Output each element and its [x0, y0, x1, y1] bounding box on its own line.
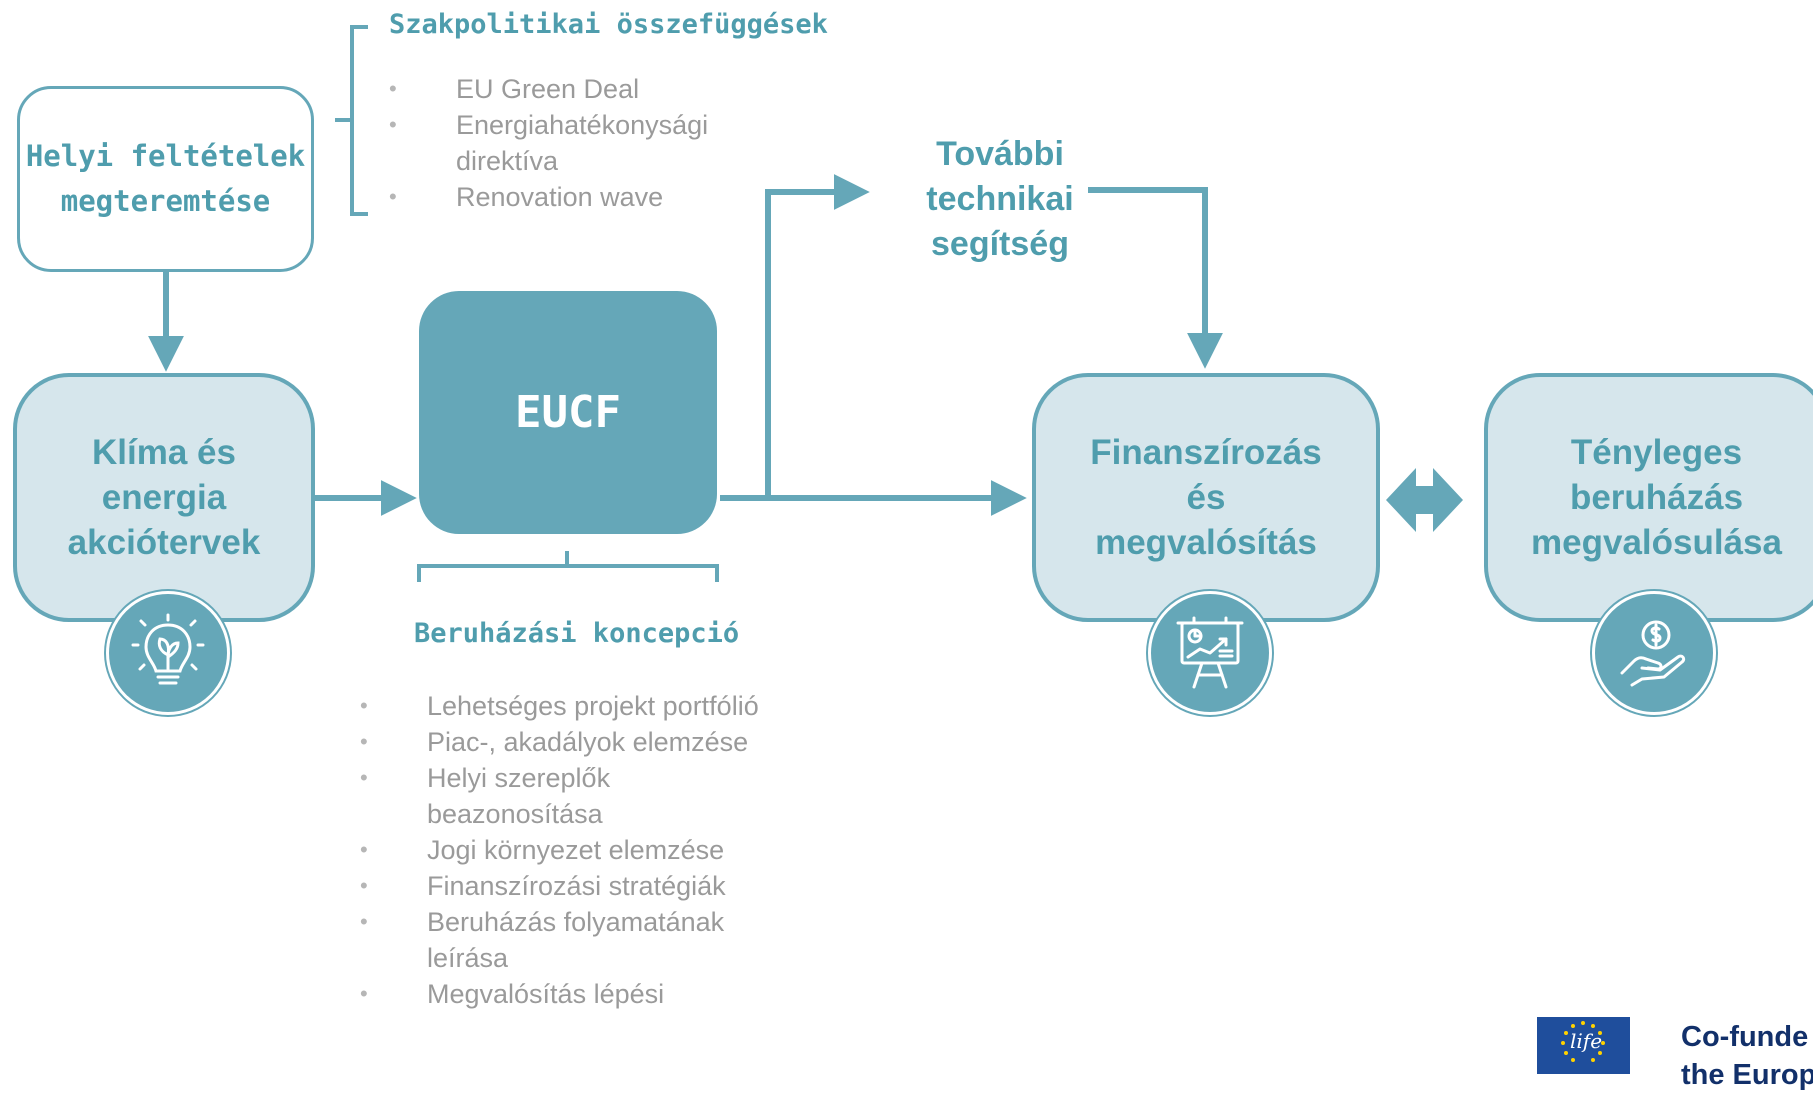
klima-box: Klíma és energia akciótervek	[13, 373, 315, 622]
finanszirozas-line1: Finanszírozás	[1090, 433, 1322, 472]
szakpolitikai-item: Renovation wave	[389, 179, 769, 215]
helyi-line2: megteremtése	[60, 184, 271, 218]
arrow-tovabbi-to-finanszirozas	[1088, 187, 1223, 369]
tenyleges-box: Tényleges beruházás megvalósulása	[1484, 373, 1813, 622]
cofunded-text: Co-funde the Europ	[1681, 1018, 1813, 1094]
eucf-box: EUCF	[419, 291, 717, 534]
tovabbi-line2: technikai	[926, 180, 1074, 218]
klima-line2: energia	[101, 478, 227, 517]
beruhazasi-item: Finanszírozási stratégiák	[360, 868, 760, 904]
finanszirozas-box: Finanszírozás és megvalósítás	[1032, 373, 1380, 622]
beruhazasi-item: Lehetséges projekt portfólió	[360, 688, 760, 724]
beruhazasi-item: Piac-, akadályok elemzése	[360, 724, 760, 760]
beruhazasi-item: Beruházás folyamatának leírása	[360, 904, 760, 976]
life-badge: life	[1570, 1029, 1603, 1053]
szakpolitikai-list: EU Green Deal Energiahatékonysági direkt…	[389, 71, 769, 215]
beruhazasi-title: Beruházási koncepció	[414, 618, 740, 649]
cofunded-line2: the Europ	[1681, 1059, 1813, 1091]
beruhazasi-item: Jogi környezet elemzése	[360, 832, 760, 868]
tenyleges-line3: megvalósulása	[1531, 523, 1782, 562]
beruhazasi-item: Helyi szereplők beazonosítása	[360, 760, 760, 832]
eu-life-logo-icon: life	[1537, 1017, 1630, 1074]
tenyleges-line2: beruházás	[1569, 478, 1744, 517]
helyi-felteteleek-box: Helyi feltételek megteremtése	[17, 86, 314, 272]
helyi-line1: Helyi feltételek	[25, 139, 306, 173]
arrow-branch-to-tovabbi	[765, 174, 870, 498]
tovabbi-line3: segítség	[931, 225, 1069, 263]
eucf-label: EUCF	[515, 387, 621, 438]
brace-beruhazasi	[417, 551, 719, 582]
klima-line1: Klíma és	[92, 433, 236, 472]
szakpolitikai-item: EU Green Deal	[389, 71, 769, 107]
hand-coin-icon	[1592, 591, 1716, 715]
beruhazasi-list: Lehetséges projekt portfólió Piac-, akad…	[360, 688, 760, 1012]
lightbulb-leaf-icon	[106, 591, 230, 715]
tovabbi-label: További technikai segítség	[880, 132, 1120, 267]
tovabbi-line1: További	[936, 135, 1064, 173]
klima-line3: akciótervek	[67, 523, 261, 562]
presentation-chart-icon	[1148, 591, 1272, 715]
finanszirozas-line3: megvalósítás	[1095, 523, 1317, 562]
szakpolitikai-title: Szakpolitikai összefüggések	[389, 9, 828, 40]
finanszirozas-line2: és	[1186, 478, 1226, 517]
cofunded-line1: Co-funde	[1681, 1021, 1809, 1053]
beruhazasi-item: Megvalósítás lépési	[360, 976, 760, 1012]
tenyleges-line1: Tényleges	[1570, 433, 1743, 472]
szakpolitikai-item: Energiahatékonysági direktíva	[389, 107, 769, 179]
double-arrow	[1386, 468, 1463, 532]
brace-szakpolitikai	[335, 25, 368, 216]
